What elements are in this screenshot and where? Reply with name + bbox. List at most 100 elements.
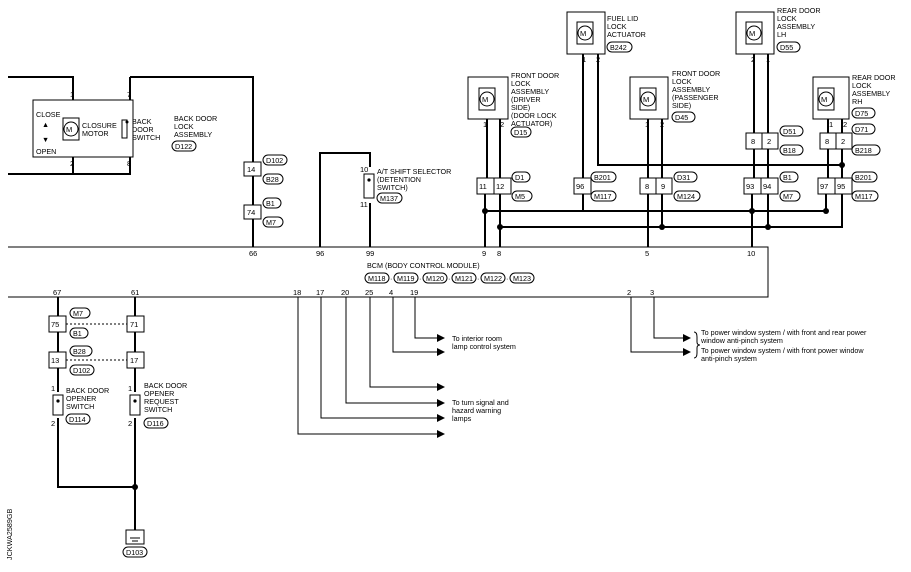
rear-door-lock-lh: M 2 1 REAR DOOR LOCK ASSEMBLY LH D55 8 2…	[735, 6, 821, 247]
bcm-pin-20: 20	[341, 288, 349, 297]
brace-icon	[693, 331, 701, 359]
rr-label-2: LOCK	[852, 81, 872, 90]
note-interior-2: lamp control system	[452, 342, 516, 351]
tag-m120: M120	[426, 274, 444, 283]
bcm-connector-tags: M118 · M119 · M120 · M121 · M122 · M123	[364, 272, 535, 284]
tag-d103: D103	[126, 548, 143, 557]
pin-94: 94	[763, 182, 771, 191]
open-label: OPEN	[36, 147, 56, 156]
fd-label-2: LOCK	[511, 79, 531, 88]
arrow-up-icon: ▲	[42, 120, 49, 129]
pin-96: 96	[576, 182, 584, 191]
pin-10: 10	[360, 165, 368, 174]
bcm-pin-2: 2	[627, 288, 631, 297]
bcm-pin-17: 17	[316, 288, 324, 297]
tag-d1: D1	[515, 173, 524, 182]
svg-text:·: ·	[448, 274, 450, 283]
tag-b201: B201	[594, 173, 611, 182]
pin-11: 11	[479, 182, 487, 191]
back-door-lock-assembly: 1 7 2 8 CLOSE OPEN ▲ ▼ M CLOSURE MOTOR B…	[8, 76, 254, 175]
note-turn-1: To turn signal and	[452, 398, 509, 407]
fd-label-7: ACTUATOR)	[511, 119, 552, 128]
pin-2: 2	[767, 137, 771, 146]
os-label-2: OPENER	[66, 394, 96, 403]
tag-m117: M117	[594, 192, 611, 201]
tag-m124: M124	[677, 192, 695, 201]
fd-label-5: SIDE)	[511, 103, 530, 112]
back-door-opener-switch: 1 2 BACK DOOR OPENER SWITCH D114	[51, 384, 135, 488]
svg-text:·: ·	[506, 274, 508, 283]
ground-icon: D103	[122, 529, 148, 558]
svg-text:M: M	[643, 95, 649, 104]
shift-label-1: A/T SHIFT SELECTOR	[377, 167, 451, 176]
pin-12: 12	[496, 182, 504, 191]
note-pw2-2: anti-pinch system	[701, 354, 757, 363]
fp-label-4: (PASSENGER	[672, 93, 719, 102]
fuel-label-1: FUEL LID	[607, 14, 638, 23]
tag-d55: D55	[780, 43, 793, 52]
tag-b1: B1	[266, 199, 275, 208]
rl-label-2: LOCK	[777, 14, 797, 23]
svg-text:·: ·	[477, 274, 479, 283]
motor-icon: M	[639, 87, 657, 111]
svg-text:M: M	[66, 125, 72, 134]
shift-label-2: (DETENTION	[377, 175, 421, 184]
svg-text:M: M	[482, 95, 488, 104]
bcm-pin-67: 67	[53, 288, 61, 297]
tag-m123: M123	[513, 274, 531, 283]
junction-dots	[132, 162, 845, 490]
fuel-label-2: LOCK	[607, 22, 627, 31]
svg-text:M: M	[749, 29, 755, 38]
bcm-pin-3: 3	[650, 288, 654, 297]
tag-b1: B1	[73, 329, 82, 338]
pin-95: 95	[837, 182, 845, 191]
or-label-4: SWITCH	[144, 405, 172, 414]
note-interior-1: To interior room	[452, 334, 502, 343]
bcm-pin-61: 61	[131, 288, 139, 297]
tag-d122: D122	[175, 142, 192, 151]
tag-m5: M5	[515, 192, 525, 201]
motor-label-2: MOTOR	[82, 129, 109, 138]
tag-b28: B28	[73, 347, 86, 356]
tag-m118: M118	[368, 274, 385, 283]
fd-label-1: FRONT DOOR	[511, 71, 559, 80]
tag-d114: D114	[69, 415, 86, 424]
tag-d31: D31	[677, 173, 690, 182]
bcm-pin-10: 10	[747, 249, 755, 258]
tag-b28: B28	[266, 175, 279, 184]
assembly-label-3: ASSEMBLY	[174, 130, 212, 139]
bcm-pin-96: 96	[316, 249, 324, 258]
note-pw1-2: window anti-pinch system	[700, 336, 783, 345]
pin-75: 75	[51, 320, 59, 329]
rl-label-3: ASSEMBLY	[777, 22, 815, 31]
os-label-1: BACK DOOR	[66, 386, 109, 395]
bcm-pin-66: 66	[249, 249, 257, 258]
tag-m119: M119	[397, 274, 414, 283]
note-turn-2: hazard warning	[452, 406, 501, 415]
pin-9: 9	[661, 182, 665, 191]
tag-d102: D102	[266, 156, 283, 165]
arrow-down-icon: ▼	[42, 135, 49, 144]
pin-1: 1	[51, 384, 55, 393]
pin-1: 1	[70, 90, 74, 99]
fp-label-2: LOCK	[672, 77, 692, 86]
shift-label-3: SWITCH)	[377, 183, 408, 192]
rear-door-lock-rh: M 1 2 REAR DOOR LOCK ASSEMBLY RH D75 8 2…	[486, 73, 896, 228]
bcm-pin-19: 19	[410, 288, 418, 297]
front-door-lock-driver: M 1 2 FRONT DOOR LOCK ASSEMBLY (DRIVER S…	[467, 71, 559, 247]
switch-label-3: SWITCH	[132, 133, 160, 142]
fd-label-6: (DOOR LOCK	[511, 111, 557, 120]
note-pw2-1: To power window system / with front powe…	[701, 346, 864, 355]
bcm-output-lines	[297, 297, 691, 438]
or-label-2: OPENER	[144, 389, 174, 398]
pin-74: 74	[247, 208, 255, 217]
motor-icon: M	[62, 117, 80, 141]
tag-b242: B242	[610, 43, 627, 52]
motor-icon: M	[478, 87, 496, 111]
switch-icon	[121, 119, 129, 139]
svg-text:M: M	[821, 95, 827, 104]
bcm-pin-5: 5	[645, 249, 649, 258]
switch-label-2: DOOR	[132, 125, 154, 134]
tag-m117: M117	[855, 192, 872, 201]
